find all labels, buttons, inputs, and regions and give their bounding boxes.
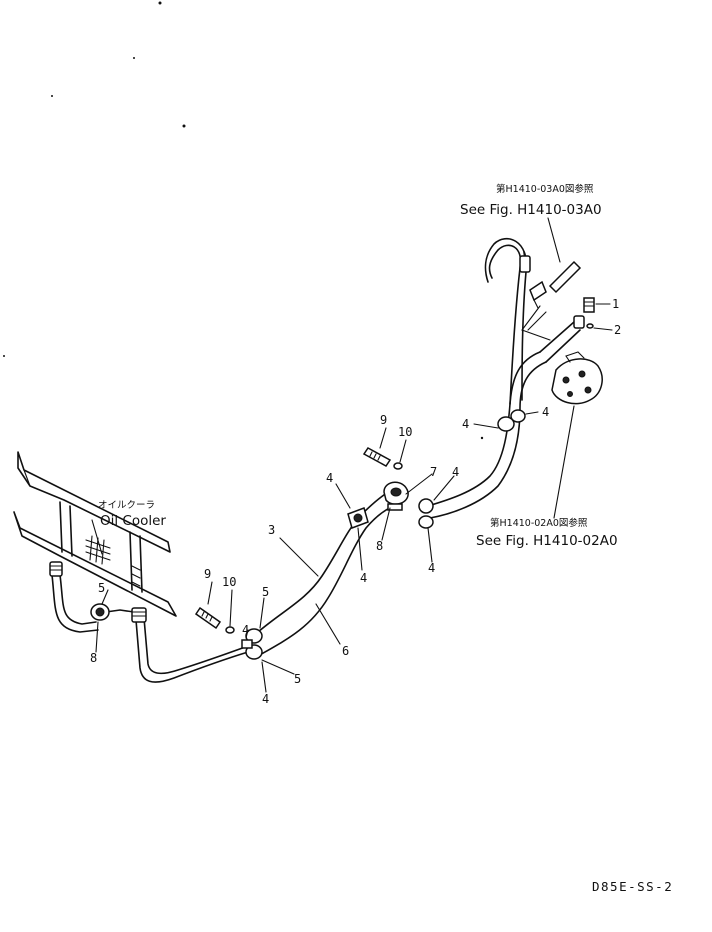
reference-notes: 第H1410-03A0図参照 See Fig. H1410-03A0 第H141… <box>98 183 618 549</box>
callout-10-a: 10 <box>398 425 412 439</box>
valve-block <box>551 351 603 405</box>
callout-5-b: 5 <box>262 585 269 599</box>
oil-cooler-assembly <box>13 451 177 617</box>
callout-4-d: 4 <box>360 571 367 585</box>
washer-10-lower <box>225 626 235 634</box>
callout-5-a: 5 <box>98 581 105 595</box>
clamp-4-mid <box>347 507 369 529</box>
callout-4-h: 4 <box>262 692 269 706</box>
drawing-code: D85E-SS-2 <box>592 879 673 894</box>
washer-10-upper <box>393 462 403 470</box>
callout-8-b: 8 <box>90 651 97 665</box>
leader-lines <box>95 217 613 693</box>
callout-4-b: 4 <box>542 405 549 419</box>
clamp-7 <box>383 481 409 511</box>
clamp-8-left <box>90 603 110 621</box>
fittings <box>49 255 603 660</box>
ref-top-jp: 第H1410-03A0図参照 <box>496 183 594 195</box>
callout-numbers: 1 2 3 4 4 4 4 4 4 4 4 5 5 5 6 7 8 8 9 9 … <box>90 297 621 706</box>
top-hose-fitting <box>519 255 547 309</box>
callout-4-f: 4 <box>428 561 435 575</box>
callout-4-e: 4 <box>452 465 459 479</box>
callout-4-g: 4 <box>242 623 249 637</box>
clamp-4-right <box>418 498 434 529</box>
oil-cooler-jp: オイルクーラ <box>98 500 155 511</box>
callout-8-a: 8 <box>376 539 383 553</box>
hose-end-fitting-right <box>131 607 147 623</box>
oil-cooler-en: Oil Cooler <box>100 513 166 529</box>
callout-3: 3 <box>268 523 275 537</box>
callout-1: 1 <box>612 297 619 311</box>
ref-mid-jp: 第H1410-02A0図参照 <box>490 517 588 529</box>
hose-end-fitting-left <box>49 561 63 577</box>
fitting-1 <box>583 297 595 313</box>
callout-2: 2 <box>614 323 621 337</box>
callout-9-b: 9 <box>204 567 211 581</box>
upper-pipe <box>548 260 582 294</box>
callout-4-c: 4 <box>326 471 333 485</box>
callout-9-a: 9 <box>380 413 387 427</box>
ref-mid-en: See Fig. H1410-02A0 <box>476 533 618 549</box>
clamp-5-lower <box>241 628 263 660</box>
callout-7: 7 <box>430 465 437 479</box>
ref-top-en: See Fig. H1410-03A0 <box>460 202 602 218</box>
callout-5-c: 5 <box>294 672 301 686</box>
callout-10-b: 10 <box>222 575 236 589</box>
elbow-fitting <box>573 315 585 329</box>
o-ring-2 <box>586 323 594 329</box>
pipes <box>51 238 581 683</box>
bolt-9-upper <box>362 447 392 467</box>
scan-speckles <box>3 1 484 440</box>
callout-4-a: 4 <box>462 417 469 431</box>
cooler-core-grid <box>85 535 111 565</box>
bolt-9-lower <box>194 606 222 630</box>
clamp-4-upper-right <box>497 409 526 432</box>
callout-6: 6 <box>342 644 349 658</box>
